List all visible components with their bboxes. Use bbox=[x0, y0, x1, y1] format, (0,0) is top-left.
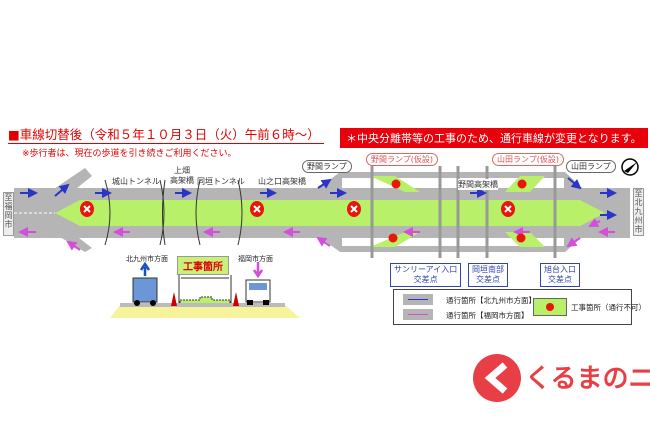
northbound-arrows bbox=[20, 177, 617, 220]
legend-swatch-south bbox=[403, 309, 433, 320]
watermark-logo bbox=[473, 354, 521, 402]
left-end-label: 至 福岡市 bbox=[3, 192, 14, 236]
down-arrow-icon bbox=[252, 262, 264, 279]
median-construction bbox=[55, 200, 605, 226]
north-arrow-icon bbox=[621, 158, 639, 176]
page-title: ■車線切替後（令和５年１０月３日（火）午前６時～） bbox=[8, 124, 324, 144]
construction-label: 工事箇所 bbox=[177, 256, 229, 275]
legend-south: 通行箇所【福岡市方面】 bbox=[446, 311, 529, 320]
notice-banner: ＊中央分離帯等の工事のため、通行車線が変更となります。 bbox=[340, 128, 648, 148]
label-yamanokuchi-viaduct: 山之口高架橋 bbox=[258, 177, 306, 186]
ramp-noma-temp: 野間ランプ(仮設) bbox=[366, 153, 439, 166]
truck-rear-icon bbox=[132, 277, 158, 306]
legend-north: 通行箇所【北九州市方面】 bbox=[446, 296, 536, 305]
direction-kitakyushu: 北九州市方面 bbox=[126, 255, 168, 263]
ramp-yamada: 山田ランプ bbox=[566, 160, 616, 173]
legend-swatch-construction bbox=[533, 298, 567, 316]
label-dokaki-tunnel: 同垣トンネル bbox=[197, 177, 245, 186]
pedestrian-note: ※歩行者は、現在の歩道を引き続きご利用ください。 bbox=[22, 149, 237, 159]
up-arrow-icon bbox=[139, 261, 151, 276]
label-kamihata-viaduct: 上畑 高架橋 bbox=[170, 166, 194, 185]
southbound-arrows bbox=[18, 217, 615, 251]
closed-markers bbox=[80, 179, 527, 243]
label-shiroyama-tunnel: 城山トンネル bbox=[112, 177, 160, 186]
intersection-sunrii: サンリーアイ入口 交差点 bbox=[390, 263, 462, 287]
legend: 通行箇所【北九州市方面】 通行箇所【福岡市方面】 工事箇所（通行不可） bbox=[393, 289, 646, 325]
cone-icon bbox=[233, 292, 239, 306]
legend-swatch-north bbox=[403, 294, 433, 305]
legend-construction: 工事箇所（通行不可） bbox=[571, 303, 646, 312]
truck-front-icon bbox=[245, 279, 271, 305]
watermark-text: くるまのニュース bbox=[525, 364, 650, 394]
ramp-noma: 野間ランプ bbox=[302, 160, 352, 173]
intersection-asahidai: 旭台入口 交差点 bbox=[540, 263, 580, 287]
intersection-okagaki-nanbu: 岡垣南部 交差点 bbox=[468, 263, 508, 287]
cone-icon bbox=[171, 292, 177, 306]
direction-fukuoka: 福岡市方面 bbox=[238, 255, 273, 263]
right-end-label: 至 北九州市 bbox=[633, 188, 644, 236]
ground bbox=[110, 305, 300, 318]
ramp-yamada-temp: 山田ランプ(仮設) bbox=[492, 153, 565, 166]
label-noma-viaduct: 野間高架橋 bbox=[458, 179, 498, 190]
